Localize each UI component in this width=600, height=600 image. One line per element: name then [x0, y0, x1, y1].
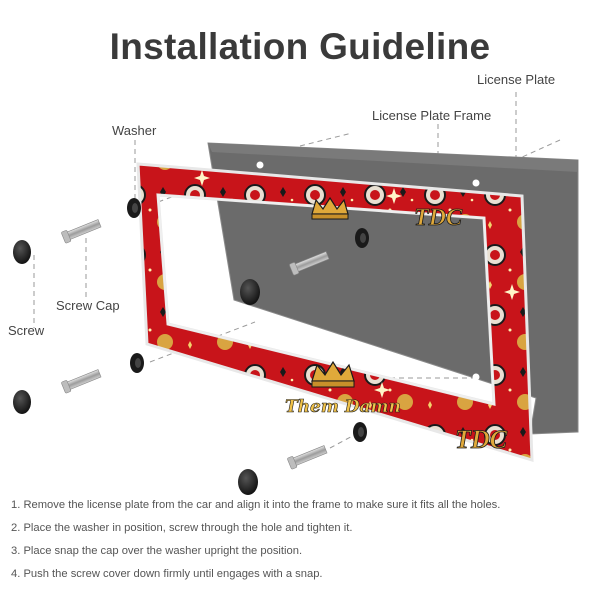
frame-script-text: Them Damn [285, 397, 401, 417]
instruction-step-3: 3. Place snap the cap over the washer up… [11, 545, 303, 557]
license-plate-frame: TDC TDC Them Damn [136, 162, 534, 463]
washer [127, 198, 141, 218]
frame-monogram-bottom: TDC [455, 425, 508, 454]
screw [61, 369, 102, 394]
washer [130, 353, 144, 373]
crown-graphic [311, 360, 355, 388]
instruction-step-1: 1. Remove the license plate from the car… [11, 499, 501, 511]
crown-graphic [311, 196, 349, 220]
screw-cap [13, 390, 31, 414]
screw [287, 445, 328, 470]
label-washer: Washer [112, 123, 157, 138]
screw-cap [240, 279, 260, 305]
instruction-step-4: 4. Push the screw cover down firmly unti… [11, 568, 323, 580]
screw-cap [13, 240, 31, 264]
label-screw-cap: Screw Cap [56, 298, 120, 313]
screw-cap [238, 469, 258, 495]
washer [355, 228, 369, 248]
plate-hole [256, 316, 264, 324]
label-license-plate: License Plate [477, 72, 556, 87]
frame-monogram-top: TDC [414, 205, 463, 231]
screw [289, 251, 330, 276]
instruction-list: 1. Remove the license plate from the car… [11, 498, 596, 590]
washer [353, 422, 367, 442]
label-license-plate-frame: License Plate Frame [372, 108, 492, 123]
label-screw: Screw [8, 323, 45, 338]
plate-hole [472, 373, 480, 381]
plate-hole [256, 161, 264, 169]
plate-hole [472, 179, 480, 187]
page-title: Installation Guideline [109, 26, 491, 67]
screw [61, 219, 102, 244]
instruction-step-2: 2. Place the washer in position, screw t… [11, 522, 353, 534]
